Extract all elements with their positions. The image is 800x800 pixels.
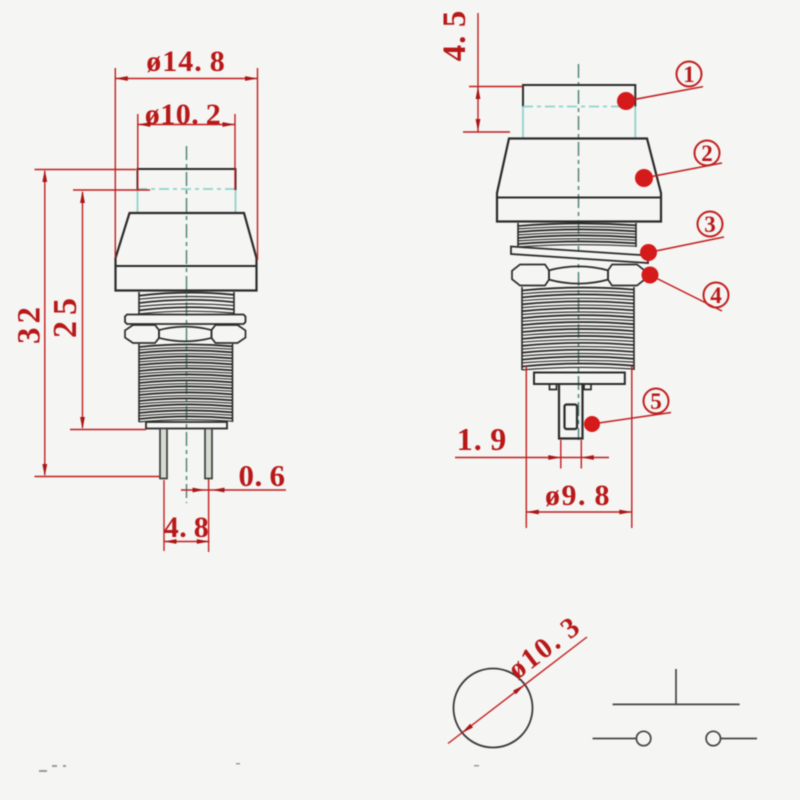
svg-text:ø14. 8: ø14. 8 bbox=[146, 45, 226, 78]
svg-text:4: 4 bbox=[710, 283, 722, 308]
svg-text:32: 32 bbox=[12, 303, 48, 344]
svg-text:2: 2 bbox=[701, 141, 713, 166]
svg-text:25: 25 bbox=[47, 292, 84, 338]
svg-text:0. 6: 0. 6 bbox=[239, 458, 286, 493]
svg-text:4. 8: 4. 8 bbox=[164, 511, 210, 544]
svg-text:ø10. 2: ø10. 2 bbox=[145, 98, 222, 131]
svg-text:1: 1 bbox=[683, 62, 695, 87]
svg-text:ø9. 8: ø9. 8 bbox=[545, 479, 611, 512]
svg-text:4. 5: 4. 5 bbox=[437, 10, 473, 62]
svg-text:3: 3 bbox=[704, 212, 716, 237]
svg-text:1. 9: 1. 9 bbox=[457, 421, 507, 457]
svg-text:5: 5 bbox=[650, 389, 662, 414]
